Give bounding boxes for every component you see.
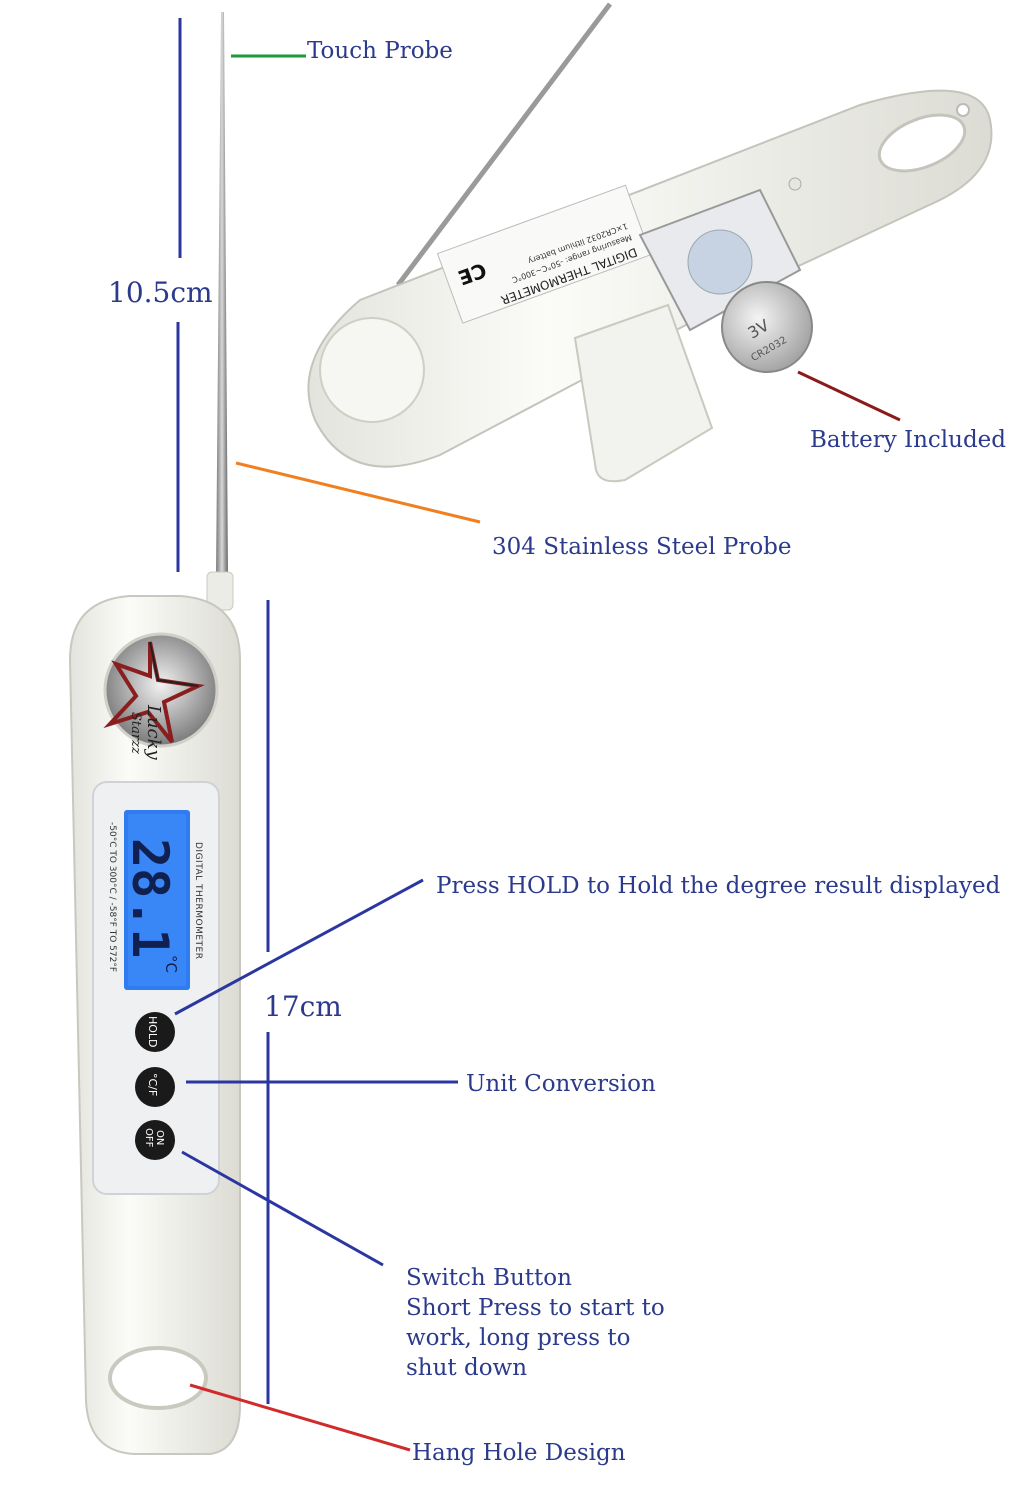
- lcd-unit: °C: [162, 955, 180, 973]
- switch-button-label: Switch Button Short Press to start to wo…: [406, 1263, 665, 1383]
- lcd-reading: 28.1: [121, 838, 179, 958]
- hold-button[interactable]: HOLD: [135, 1012, 175, 1052]
- brand-line2: Starzz: [128, 712, 143, 754]
- panel-title: DIGITAL THERMOMETER: [193, 842, 203, 960]
- steel-probe: [216, 12, 228, 578]
- battery-door: [573, 303, 714, 483]
- hanger-hole-back: [877, 113, 967, 173]
- hang-hole: [108, 1346, 208, 1410]
- folded-probe: [396, 2, 612, 287]
- unit-conversion-label: Unit Conversion: [466, 1071, 656, 1097]
- battery-included-label: Battery Included: [810, 427, 1007, 453]
- back-thermometer: DIGITAL THERMOMETER Measuring range: -50…: [307, 2, 993, 483]
- switch-line-3: work, long press to: [406, 1325, 631, 1351]
- pivot-disc: [319, 317, 425, 423]
- switch-line-1: Switch Button: [406, 1265, 572, 1291]
- range-text: -50°C TO 300°C / -58°F TO 572°F: [107, 822, 117, 972]
- back-label: [436, 184, 652, 324]
- brand-line1: Lucky: [143, 704, 164, 761]
- front-thermometer: Lucky Starzz 28.1 °C DIGITAL THERMOMETER…: [68, 12, 241, 1455]
- probe-length-dimension: 10.5cm: [108, 276, 213, 309]
- steel-probe-leader: [235, 461, 481, 524]
- hold-leader: [174, 878, 424, 1016]
- power-label-on: ON: [154, 1130, 165, 1145]
- body-length-dimension: 17cm: [264, 990, 342, 1023]
- hang-hole-leader: [189, 1383, 411, 1452]
- switch-line-2: Short Press to start to: [406, 1295, 665, 1321]
- battery-leader: [797, 370, 901, 422]
- steel-probe-label: 304 Stainless Steel Probe: [492, 534, 792, 560]
- unit-toggle-button[interactable]: °C/F: [135, 1067, 175, 1107]
- switch-line-4: shut down: [406, 1355, 528, 1381]
- switch-leader: [181, 1150, 384, 1267]
- power-label-off: OFF: [143, 1128, 154, 1148]
- coin-cell-battery: 3V CR2032: [721, 281, 813, 373]
- hold-label: Press HOLD to Hold the degree result dis…: [436, 873, 1001, 899]
- touch-probe-label: Touch Probe: [307, 38, 453, 64]
- probe-dimension-lines: [176, 18, 182, 572]
- unit-toggle-label: °C/F: [146, 1073, 159, 1096]
- hang-hole-label: Hang Hole Design: [412, 1440, 626, 1466]
- hold-button-label: HOLD: [146, 1016, 159, 1048]
- power-button[interactable]: ON OFF: [135, 1120, 175, 1160]
